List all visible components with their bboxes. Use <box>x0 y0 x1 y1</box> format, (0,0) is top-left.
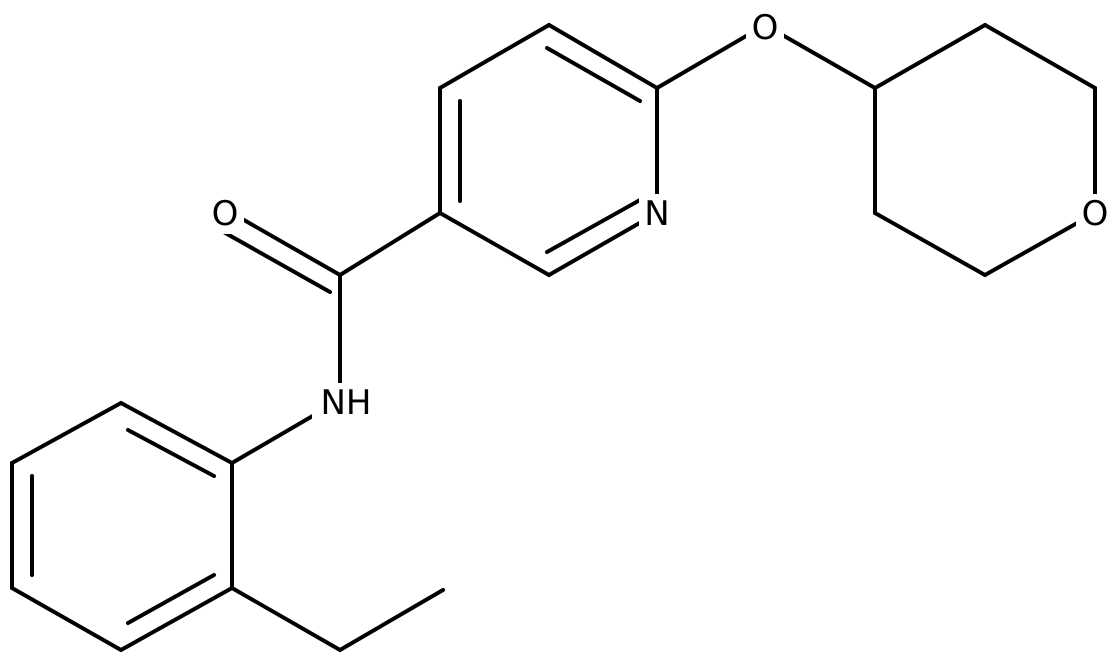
bond-pyr-3-inner <box>545 46 642 103</box>
carbonyl-oxygen-label: O <box>212 194 239 234</box>
bond-thp-1 <box>873 23 987 90</box>
bond-carbonyl-o-2 <box>218 228 332 294</box>
bond-pyr-2 <box>438 23 551 90</box>
bond-thp-5 <box>873 211 987 277</box>
bond-carbonyl-pyridine <box>338 211 442 277</box>
ring-oxygen-label: O <box>1082 194 1109 234</box>
amide-nh-label: NH <box>321 383 372 423</box>
bond-ethyl-2 <box>338 588 445 652</box>
bonds <box>10 23 1097 652</box>
ether-oxygen-label: O <box>752 8 779 48</box>
bond-benz-1 <box>119 401 234 465</box>
bond-benz-1-inner <box>126 428 216 478</box>
bond-ethyl-1 <box>230 586 342 652</box>
bond-pyr-5-inner <box>545 198 642 254</box>
bond-carbonyl-o-1 <box>228 210 342 277</box>
bond-benz-4 <box>10 586 123 652</box>
bond-pyr-3 <box>547 23 659 90</box>
bond-thp-2 <box>983 23 1097 90</box>
bond-pyr-6 <box>438 211 551 277</box>
bond-benz-6 <box>10 401 123 465</box>
bond-benz-3-inner <box>126 573 216 625</box>
atom-labels: O NH N O O <box>206 8 1114 423</box>
bond-benz-3 <box>119 586 234 652</box>
pyridine-nitrogen-label: N <box>644 194 669 234</box>
